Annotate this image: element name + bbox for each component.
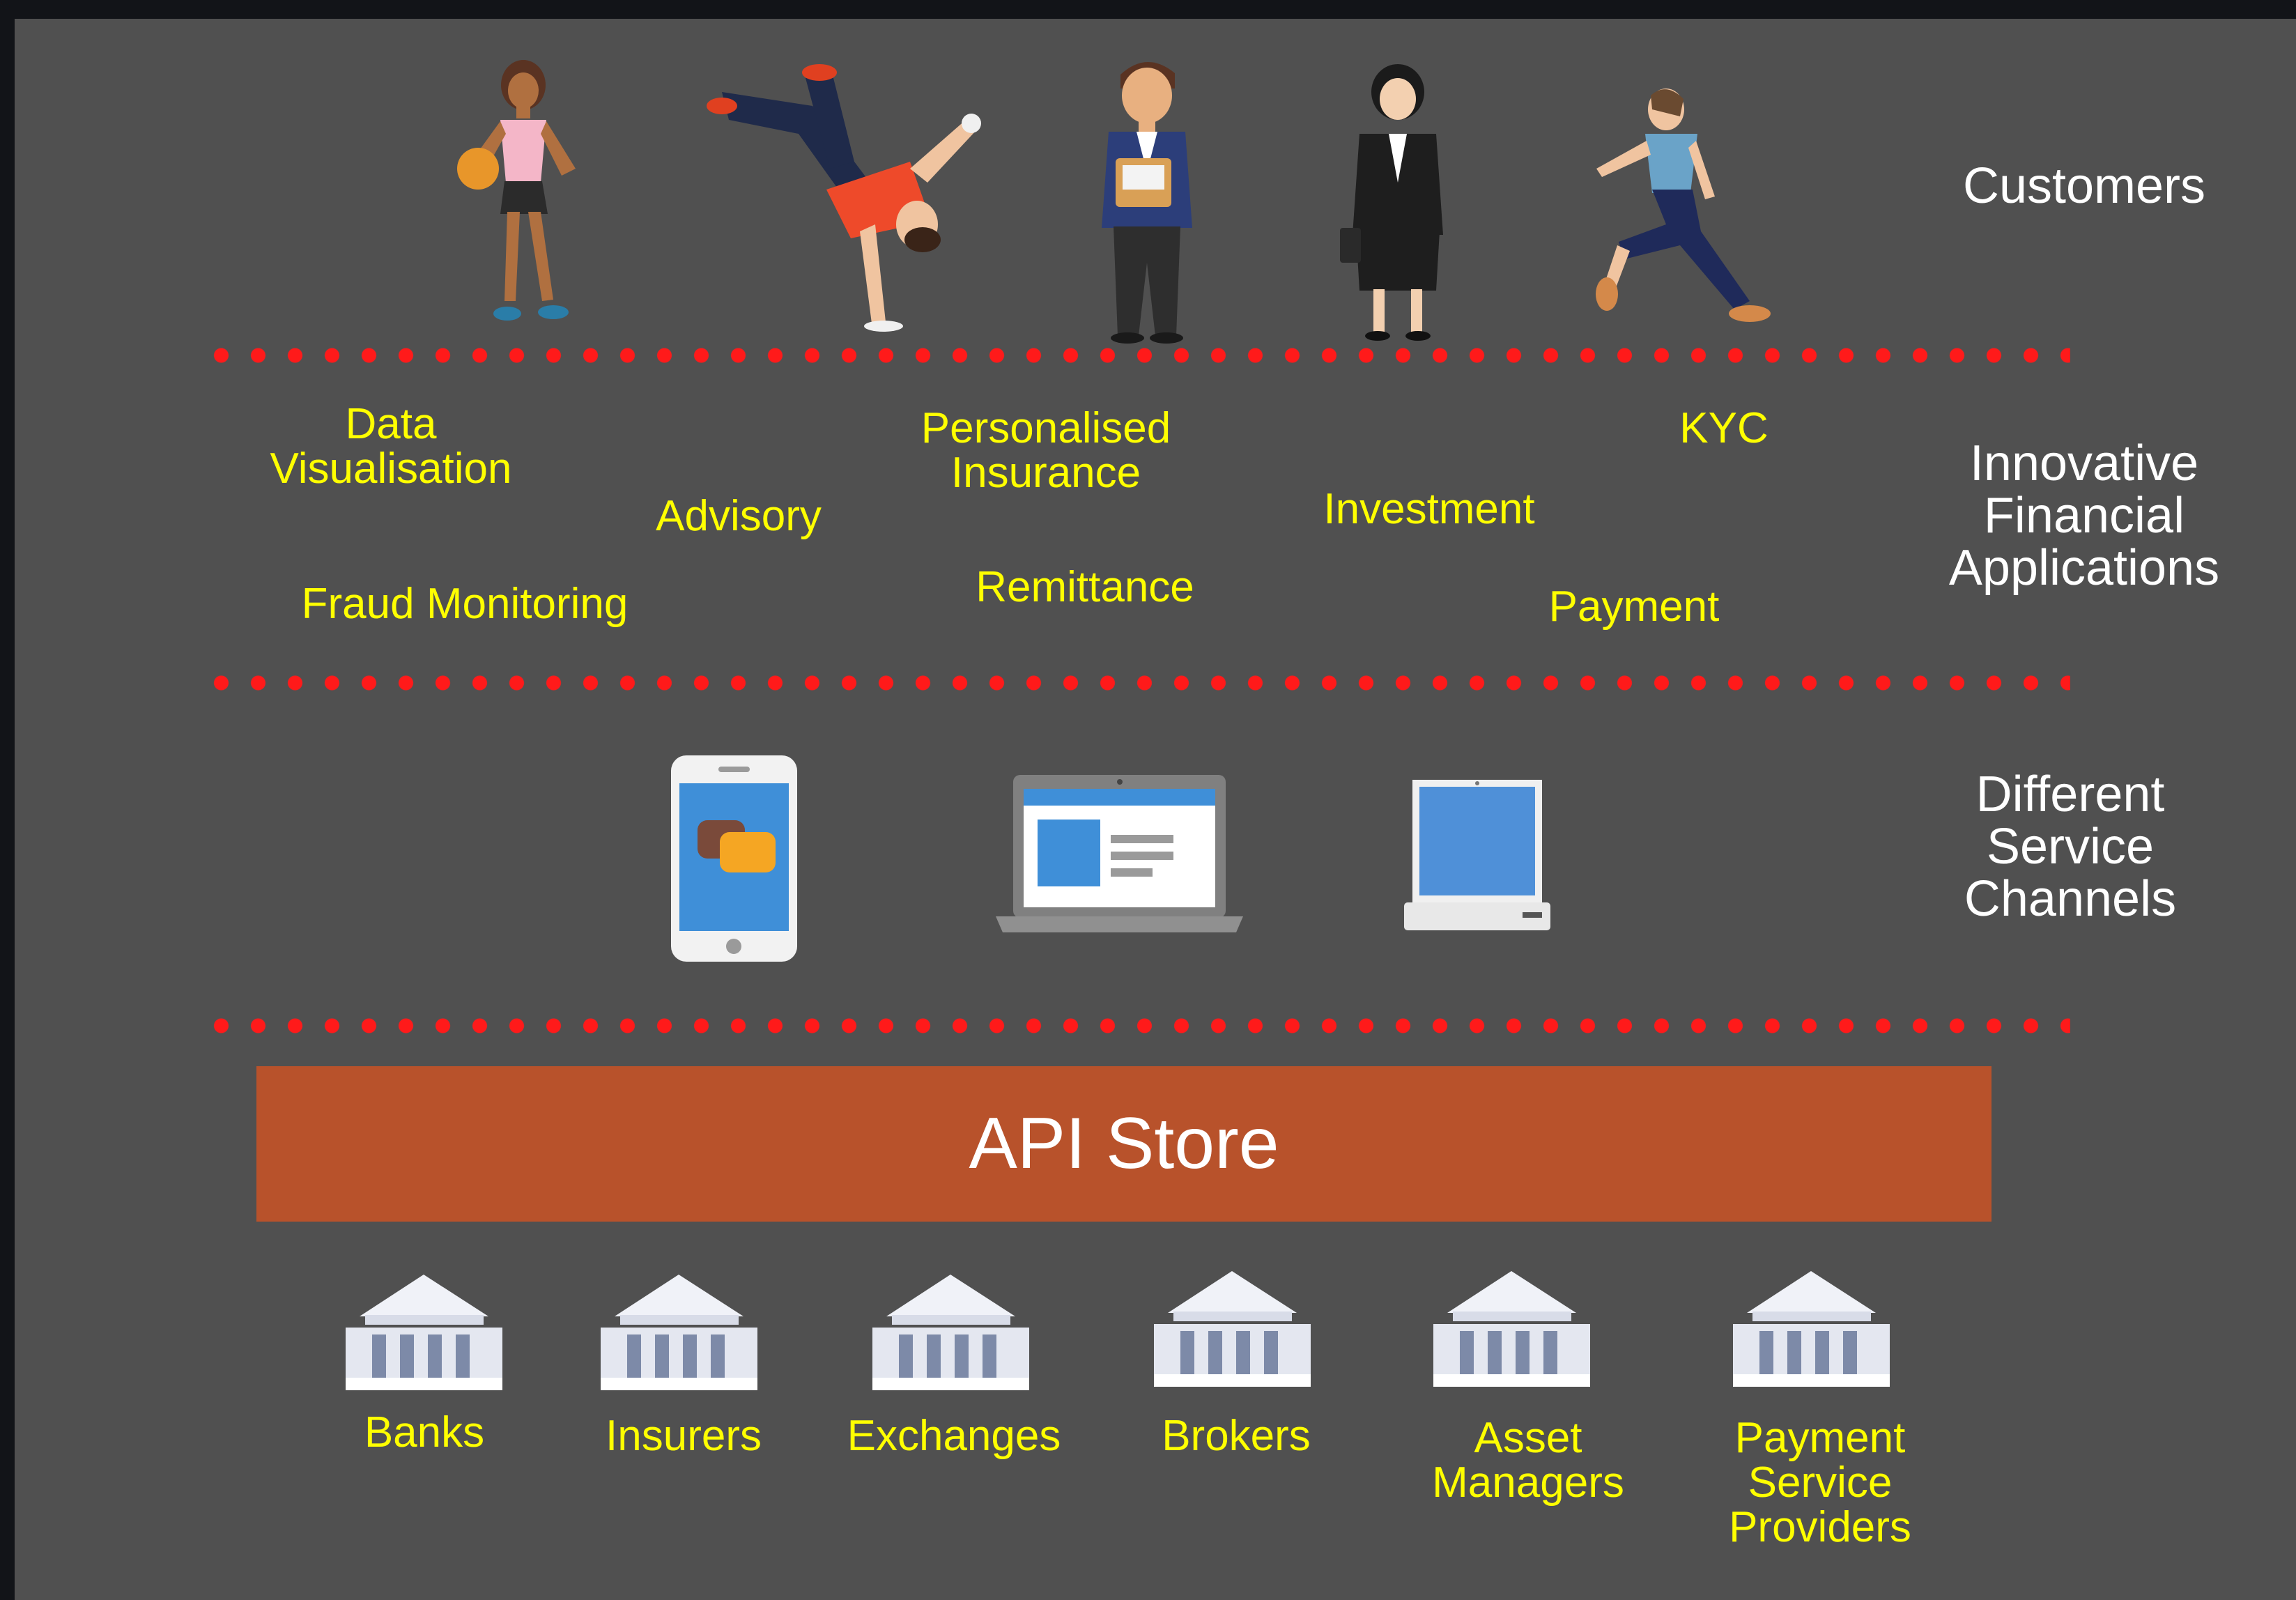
- computer-monitor-icon: [1404, 778, 1550, 939]
- institution-label-asset-managers: Asset Managers: [1432, 1414, 1624, 1507]
- app-payment: Payment: [1548, 583, 1720, 631]
- diagram-panel: Customers Data Visualisation Advisory Fr…: [15, 19, 2296, 1600]
- institution-label-exchanges: Exchanges: [847, 1412, 1061, 1460]
- mobile-phone-icon: [670, 754, 799, 963]
- breakdancer-icon: [701, 57, 994, 336]
- layer-label-innovative-financial-applications: Innovative Financial Applications: [1948, 436, 2220, 596]
- institution-label-payment-service-providers: Payment Service Providers: [1729, 1414, 1911, 1551]
- app-investment: Investment: [1323, 485, 1535, 533]
- runner-icon: [1569, 78, 1778, 343]
- dotted-divider: [203, 675, 2070, 691]
- woman-basketball-player-icon: [443, 57, 603, 336]
- app-personalised-insurance: Personalised Insurance: [920, 404, 1171, 497]
- bank-building-icon: [1733, 1270, 1890, 1388]
- app-fraud-monitoring: Fraud Monitoring: [301, 580, 629, 628]
- institution-label-brokers: Brokers: [1162, 1412, 1311, 1460]
- app-remittance: Remittance: [976, 563, 1194, 611]
- bank-building-icon: [346, 1273, 502, 1392]
- layer-label-different-service-channels: Different Service Channels: [1964, 767, 2177, 927]
- bank-building-icon: [1154, 1270, 1311, 1388]
- institution-label-insurers: Insurers: [606, 1412, 762, 1460]
- bank-building-icon: [1433, 1270, 1590, 1388]
- api-store-label: API Store: [969, 1103, 1279, 1184]
- dotted-divider: [203, 1017, 2070, 1034]
- layer-label-customers: Customers: [1962, 158, 2206, 214]
- api-store-bar: API Store: [256, 1066, 1991, 1222]
- bank-building-icon: [872, 1273, 1029, 1392]
- businesswoman-icon: [1332, 61, 1464, 346]
- dotted-divider: [203, 347, 2070, 364]
- bank-building-icon: [601, 1273, 757, 1392]
- institution-label-banks: Banks: [364, 1408, 485, 1456]
- app-advisory: Advisory: [656, 492, 822, 540]
- laptop-icon: [996, 774, 1243, 934]
- app-kyc: KYC: [1679, 404, 1769, 452]
- businessman-icon: [1070, 54, 1224, 346]
- app-data-visualisation: Data Visualisation: [270, 400, 512, 493]
